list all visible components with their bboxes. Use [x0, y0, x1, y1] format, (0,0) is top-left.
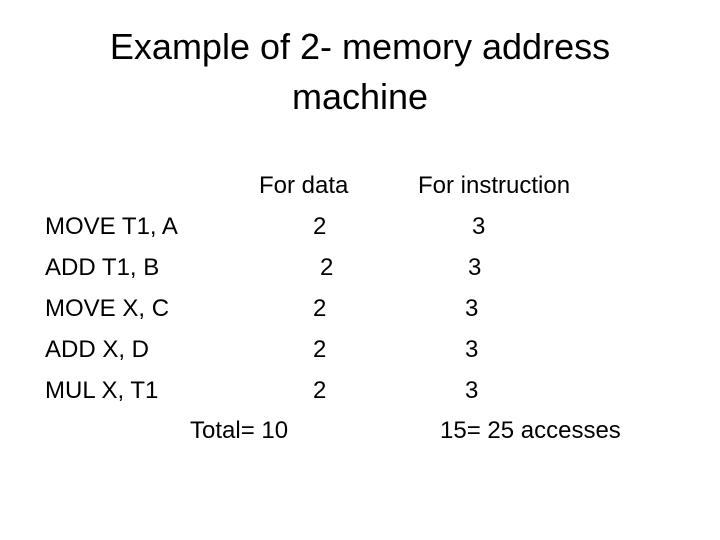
instruction-label: MOVE T1, A: [45, 213, 178, 240]
instruction-label: MUL X, T1: [45, 377, 159, 404]
instruction-label: ADD X, D: [45, 336, 150, 363]
instruction-access-count: 3: [465, 336, 479, 363]
header-for-instruction: For instruction: [418, 172, 571, 199]
instruction-access-count: 3: [468, 254, 482, 281]
data-access-count: 2: [313, 377, 327, 404]
data-access-count: 2: [320, 254, 334, 281]
data-access-count: 2: [313, 213, 327, 240]
data-access-count: 2: [313, 295, 327, 322]
data-total: Total= 10: [190, 417, 289, 444]
header-for-data: For data: [259, 172, 349, 199]
title-line-1: Example of 2- memory address: [109, 26, 611, 67]
instruction-access-count: 3: [472, 213, 486, 240]
title-line-2: machine: [291, 76, 429, 117]
slide-title: Example of 2- memory address machine: [0, 22, 720, 122]
instruction-total: 15= 25 accesses: [440, 417, 621, 444]
instruction-access-count: 3: [465, 377, 479, 404]
instruction-label: ADD T1, B: [45, 254, 160, 281]
instruction-access-count: 3: [465, 295, 479, 322]
instruction-label: MOVE X, C: [45, 295, 170, 322]
data-access-count: 2: [313, 336, 327, 363]
